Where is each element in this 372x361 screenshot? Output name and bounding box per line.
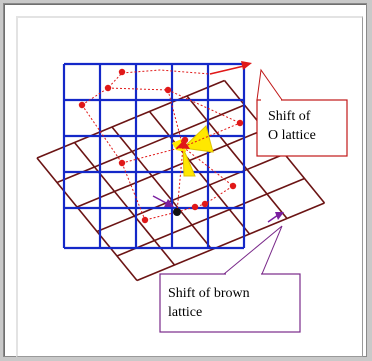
blue-lattice [62, 62, 246, 250]
rotation-wedge [172, 125, 214, 177]
origin-point [173, 208, 181, 216]
brown-lattice [36, 79, 326, 282]
brown-lattice-callout [159, 225, 301, 333]
o-lattice-callout [256, 68, 348, 157]
o-lattice-callout-text: Shift of O lattice [268, 109, 316, 143]
purple-shift-arrows [152, 195, 284, 223]
red-shift-arrows [176, 61, 252, 149]
brown-lattice-callout-text: Shift of brown lattice [168, 286, 250, 320]
